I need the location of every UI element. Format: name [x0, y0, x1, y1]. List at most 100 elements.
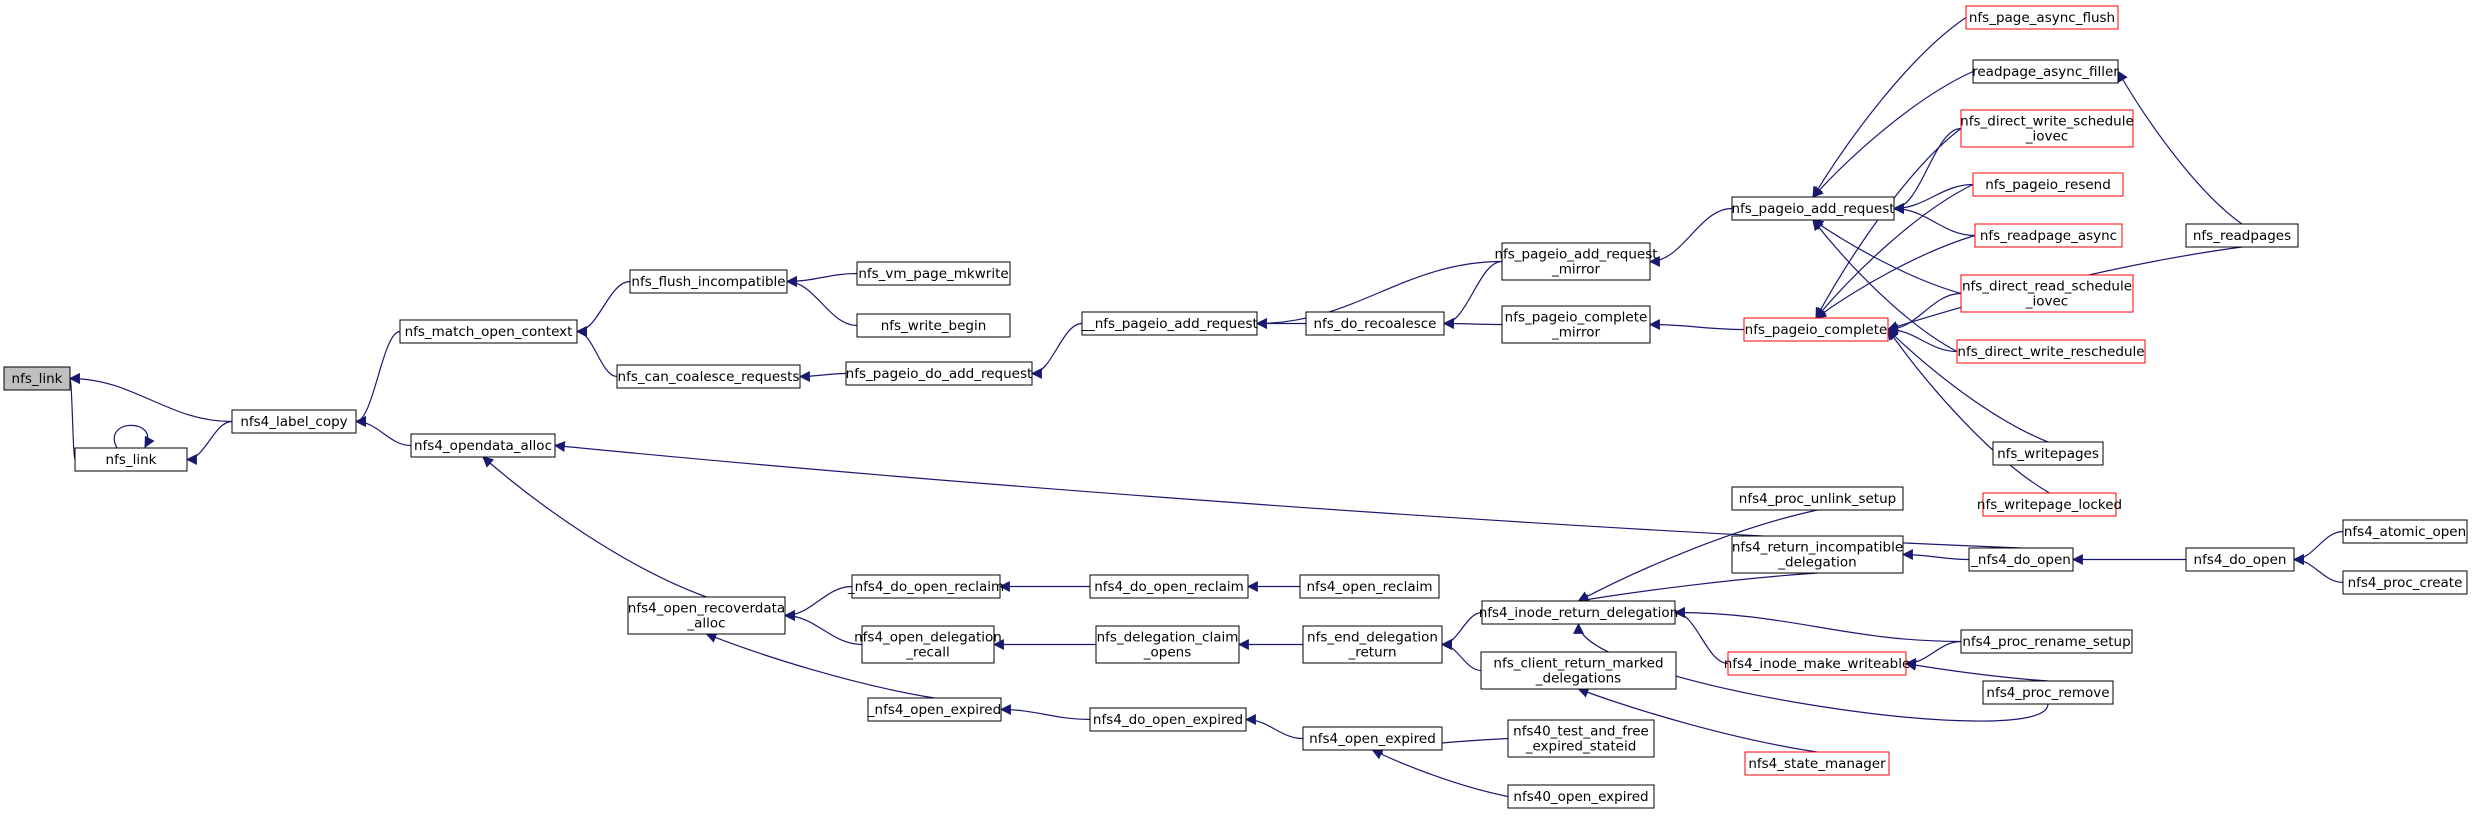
node-label: _nfs4_do_open_reclaim: [847, 579, 1004, 595]
node-box: [1965, 5, 2119, 30]
node-label: _return: [1347, 645, 1396, 661]
function-node[interactable]: nfs4_inode_make_writeable: [1724, 651, 1911, 676]
node-box: [1480, 651, 1677, 690]
function-node[interactable]: nfs_link: [74, 447, 188, 472]
node-label: nfs4_proc_rename_setup: [1962, 634, 2130, 650]
node-box: [1081, 311, 1258, 336]
call-edge: [575, 280, 631, 337]
node-label: nfs4_open_recoverdata: [628, 601, 785, 617]
node-label: nfs_writepage_locked: [1977, 497, 2122, 513]
function-node[interactable]: readpage_async_filler: [1972, 59, 2119, 84]
function-node[interactable]: nfs40_open_expired: [1507, 784, 1655, 809]
call-edge: [1886, 292, 1962, 335]
node-box: [3, 366, 71, 391]
node-label: nfs4_do_open: [2194, 552, 2287, 568]
function-node[interactable]: nfs_readpage_async: [1974, 223, 2123, 248]
function-node[interactable]: nfs_pageio_complete_mirror: [1501, 305, 1651, 344]
function-node[interactable]: _nfs4_open_expired: [867, 697, 1002, 722]
function-node[interactable]: nfs_match_open_context: [399, 319, 578, 344]
function-node[interactable]: nfs_readpages: [2185, 223, 2299, 248]
function-node[interactable]: nfs_delegation_claim_opens: [1095, 625, 1240, 664]
call-edge: [783, 610, 863, 646]
node-box: [867, 697, 1002, 722]
function-node[interactable]: nfs4_return_incompatible_delegation: [1731, 535, 1904, 574]
function-node[interactable]: nfs_link: [3, 366, 71, 391]
call-edge: [1887, 328, 2049, 443]
node-label: nfs_pageio_resend: [1985, 177, 2111, 193]
function-node[interactable]: nfs4_opendata_alloc: [410, 433, 556, 458]
function-node[interactable]: nfs_writepages: [1992, 441, 2104, 466]
function-node[interactable]: nfs4_proc_create: [2342, 570, 2468, 595]
function-node[interactable]: _nfs4_do_open: [1968, 547, 2074, 572]
node-label: _opens: [1143, 645, 1191, 661]
node-box: [1982, 492, 2117, 517]
call-edge: [354, 330, 401, 427]
node-label: nfs4_open_delegation: [854, 630, 1002, 646]
function-node[interactable]: nfs4_open_expired: [1302, 726, 1443, 751]
function-node[interactable]: nfs_direct_write_reschedule: [1956, 339, 2146, 364]
call-edge: [1573, 622, 2049, 722]
node-box: [856, 313, 1011, 338]
node-label: nfs_pageio_add_request: [1494, 247, 1657, 263]
function-node[interactable]: nfs4_open_recoverdata_alloc: [627, 596, 786, 635]
function-node[interactable]: nfs_flush_incompatible: [629, 269, 788, 294]
call-edge: [1812, 219, 1958, 353]
node-box: [1507, 719, 1655, 758]
node-label: nfs4_proc_create: [2348, 575, 2463, 591]
function-node[interactable]: nfs4_atomic_open: [2342, 519, 2468, 544]
function-node[interactable]: nfs_can_coalesce_requests: [616, 364, 801, 389]
node-label: nfs4_state_manager: [1748, 756, 1886, 772]
call-edge: [1030, 322, 1083, 379]
node-label: nfs_direct_read_schedule: [1962, 279, 2132, 295]
node-box: [1095, 625, 1240, 664]
function-node[interactable]: nfs4_label_copy: [231, 409, 357, 434]
function-node[interactable]: nfs_vm_page_mkwrite: [856, 261, 1011, 286]
function-node[interactable]: nfs4_proc_remove: [1982, 680, 2114, 705]
call-edge: [1440, 611, 1483, 650]
function-node[interactable]: nfs40_test_and_free_expired_stateid: [1507, 719, 1655, 758]
node-box: [1507, 784, 1655, 809]
function-node[interactable]: nfs_pageio_do_add_request: [845, 361, 1033, 386]
node-box: [1731, 486, 1904, 511]
node-label: readpage_async_filler: [1972, 64, 2119, 80]
function-node[interactable]: _nfs4_do_open_reclaim: [847, 574, 1004, 599]
function-node[interactable]: nfs4_open_delegation_recall: [854, 625, 1002, 664]
function-node[interactable]: nfs_end_delegation_return: [1302, 625, 1443, 664]
node-label: _recall: [905, 645, 950, 661]
function-node[interactable]: nfs_writepage_locked: [1977, 492, 2122, 517]
function-node[interactable]: nfs4_do_open_reclaim: [1089, 574, 1249, 599]
node-box: [1956, 339, 2146, 364]
function-node[interactable]: nfs4_state_manager: [1744, 751, 1890, 776]
function-node[interactable]: nfs_write_begin: [856, 313, 1011, 338]
node-box: [1972, 172, 2124, 197]
call-edge: [1904, 640, 1962, 669]
node-box: [1089, 707, 1247, 732]
call-edge: [1815, 183, 1974, 319]
call-edge: [1442, 260, 1503, 329]
node-label: nfs_match_open_context: [405, 324, 573, 340]
call-edge: [354, 416, 412, 447]
function-node[interactable]: nfs_direct_write_schedule_iovec: [1960, 109, 2134, 148]
function-node[interactable]: nfs4_open_reclaim: [1299, 574, 1440, 599]
call-edge: [1577, 687, 1818, 753]
node-label: _delegations: [1535, 671, 1621, 687]
function-node[interactable]: nfs_do_recoalesce: [1305, 311, 1445, 336]
function-node[interactable]: nfs4_proc_rename_setup: [1960, 629, 2133, 654]
function-node[interactable]: nfs_client_return_marked_delegations: [1480, 651, 1677, 690]
function-node[interactable]: nfs_page_async_flush: [1965, 5, 2119, 30]
function-node[interactable]: nfs_pageio_complete: [1743, 317, 1889, 342]
function-node[interactable]: __nfs_pageio_add_request: [1080, 311, 1258, 336]
function-node[interactable]: nfs4_proc_unlink_setup: [1731, 486, 1904, 511]
function-node[interactable]: nfs_pageio_add_request_mirror: [1494, 242, 1658, 281]
node-label: _iovec: [2025, 129, 2068, 145]
call-edge: [2117, 70, 2243, 225]
function-node[interactable]: nfs4_do_open_expired: [1089, 707, 1247, 732]
function-node[interactable]: nfs_direct_read_schedule_iovec: [1960, 274, 2134, 313]
function-node[interactable]: nfs_pageio_resend: [1972, 172, 2124, 197]
function-node[interactable]: nfs4_inode_return_delegation: [1479, 600, 1679, 625]
function-node[interactable]: nfs4_do_open: [2185, 547, 2295, 572]
node-label: _iovec: [2025, 294, 2068, 310]
node-box: [1982, 680, 2114, 705]
function-node[interactable]: nfs_pageio_add_request: [1731, 196, 1895, 221]
node-box: [1299, 574, 1440, 599]
